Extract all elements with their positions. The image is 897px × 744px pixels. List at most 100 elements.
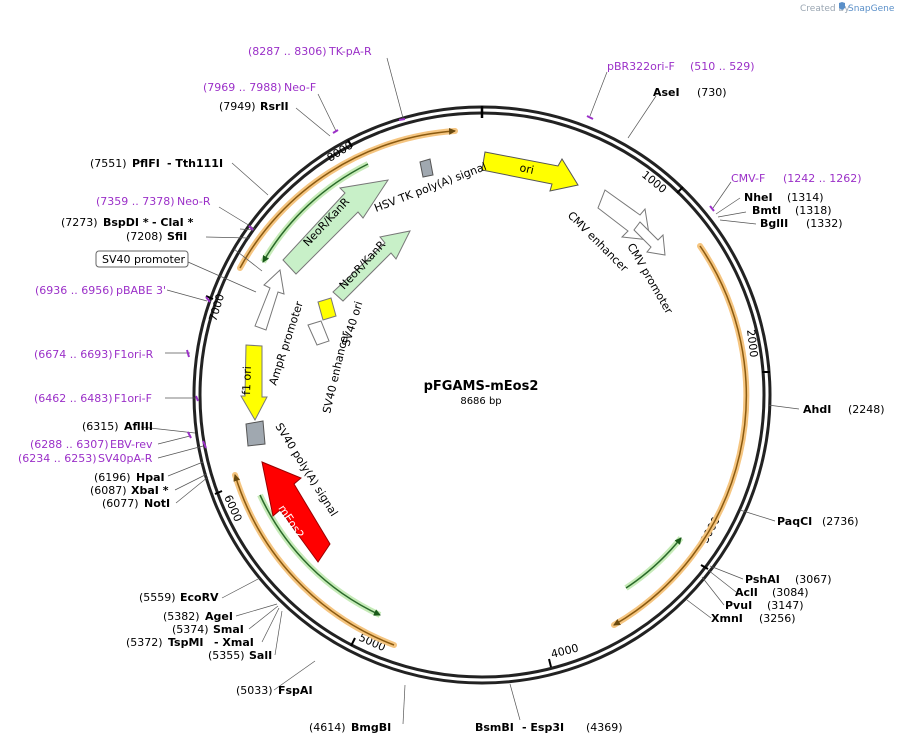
site-name-sfii[interactable]: SfiI <box>167 230 187 243</box>
tick-label-4000: 4000 <box>550 642 580 661</box>
primer-name-pbabe3: pBABE 3' <box>116 284 166 297</box>
primer-range-f1ori-f: (6462 .. 6483) <box>34 392 113 405</box>
feature-hsv-tk-polya-box[interactable] <box>419 158 434 178</box>
site-pos-pshai: (3067) <box>795 573 832 586</box>
plasmid-length: 8686 bp <box>460 396 501 407</box>
site-pos-smai: (5374) <box>172 623 209 636</box>
watermark-brand: SnapGene <box>848 4 895 14</box>
site-pos-bspdi: (7273) <box>61 216 98 229</box>
site-name-pshai[interactable]: PshAI <box>745 573 780 586</box>
feature-ori-arrow[interactable] <box>481 151 579 192</box>
site-name-asei[interactable]: AseI <box>653 86 680 99</box>
watermark-text: Created by <box>800 4 850 14</box>
feature-f1-ori-arrow[interactable] <box>240 344 268 422</box>
site-name-sali[interactable]: SalI <box>249 649 272 662</box>
sv40-promoter-label-box <box>95 250 189 268</box>
feature-label-f1-ori: f1 ori <box>240 366 254 395</box>
site-name-hpai[interactable]: HpaI <box>136 471 165 484</box>
tick-marks <box>205 139 770 668</box>
site-name-paqci[interactable]: PaqCI <box>777 515 812 528</box>
site-name-xmni[interactable]: XmnI <box>711 612 743 625</box>
site-extra-clai[interactable]: - ClaI * <box>152 216 194 229</box>
primer-name-f1ori-f: F1ori-F <box>114 392 152 405</box>
sv40-promoter-leader <box>187 261 257 293</box>
feature-sv40-enhancer-box[interactable] <box>307 320 330 346</box>
primer-name-cmv-f: CMV-F <box>731 172 765 185</box>
feature-meos2-arrow[interactable] <box>261 461 331 563</box>
feature-label-sv40-ori: SV40 ori <box>339 300 365 348</box>
site-name-bspdi[interactable]: BspDI * <box>103 216 149 229</box>
site-pos-sali: (5355) <box>208 649 245 662</box>
primer-range-ebv-rev: (6288 .. 6307) <box>30 438 109 451</box>
site-name-rsrii[interactable]: RsrII <box>260 100 289 113</box>
site-pos-pvui: (3147) <box>767 599 804 612</box>
primer-range-pbr322ori-f: (510 .. 529) <box>690 60 755 73</box>
site-name-afliii[interactable]: AflIII <box>124 420 153 433</box>
feature-label-ampr-promoter: AmpR promoter <box>266 299 306 387</box>
site-name-agei[interactable]: AgeI <box>205 610 233 623</box>
site-pos-paqci: (2736) <box>822 515 859 528</box>
site-name-pflfi[interactable]: PflFI <box>132 157 160 170</box>
primer-range-pbabe3: (6936 .. 6956) <box>35 284 114 297</box>
site-name-pvui[interactable]: PvuI <box>725 599 752 612</box>
site-pos-bmti: (1318) <box>795 204 832 217</box>
site-pos-pflfi: (7551) <box>90 157 127 170</box>
site-pos-sfii: (7208) <box>126 230 163 243</box>
site-pos-tspmi: (5372) <box>126 636 163 649</box>
site-name-fspai[interactable]: FspAI <box>278 684 313 697</box>
primer-range-sv40pa-r: (6234 .. 6253) <box>18 452 97 465</box>
primer-name-neo-f: Neo-F <box>284 81 316 94</box>
primer-range-cmv-f: (1242 .. 1262) <box>783 172 862 185</box>
feature-sv40-ori-box[interactable] <box>317 297 337 321</box>
snapgene-logo-icon <box>839 2 845 10</box>
tick-label-2000: 2000 <box>744 329 760 358</box>
primer-marks <box>186 115 715 449</box>
site-name-ecorv[interactable]: EcoRV <box>180 591 219 604</box>
site-pos-xbai: (6087) <box>90 484 127 497</box>
feature-cmv-promoter-arrow[interactable] <box>633 221 666 256</box>
site-pos-nhei: (1314) <box>787 191 824 204</box>
site-pos-agei: (5382) <box>163 610 200 623</box>
site-pos-ecorv: (5559) <box>139 591 176 604</box>
primer-range-neo-f: (7969 .. 7988) <box>203 81 282 94</box>
site-pos-fspai: (5033) <box>236 684 273 697</box>
site-pos-acli: (3084) <box>772 586 809 599</box>
feature-ampr-promoter-arrow[interactable] <box>254 268 285 331</box>
site-name-acli[interactable]: AclI <box>735 586 758 599</box>
primer-name-tk-pa-r: TK-pA-R <box>328 45 372 58</box>
feature-sv40-polya-box[interactable] <box>245 420 266 447</box>
site-extra-xmai[interactable]: - XmaI <box>214 636 254 649</box>
site-name-noti[interactable]: NotI <box>144 497 170 510</box>
site-pos-bsmbi: (4369) <box>586 721 623 734</box>
feature-label-ori: ori <box>518 161 535 177</box>
site-extra-tth111i[interactable]: - Tth111I <box>167 157 223 170</box>
feature-label-sv40-promoter: SV40 promoter <box>102 253 186 266</box>
site-name-xbai[interactable]: XbaI * <box>131 484 169 497</box>
primer-range-neo-r: (7359 .. 7378) <box>96 195 175 208</box>
primer-range-tk-pa-r: (8287 .. 8306) <box>248 45 327 58</box>
site-pos-ahdi: (2248) <box>848 403 885 416</box>
site-name-bmti[interactable]: BmtI <box>752 204 781 217</box>
site-name-bsmbi[interactable]: BsmBI <box>475 721 514 734</box>
primer-name-ebv-rev: EBV-rev <box>110 438 153 451</box>
site-pos-xmni: (3256) <box>759 612 796 625</box>
site-name-tspmi[interactable]: TspMI <box>168 636 204 649</box>
site-pos-rsrii: (7949) <box>219 100 256 113</box>
primer-name-pbr322ori-f: pBR322ori-F <box>607 60 675 73</box>
plasmid-name: pFGAMS-mEos2 <box>424 379 539 394</box>
site-pos-asei: (730) <box>697 86 727 99</box>
site-name-smai[interactable]: SmaI <box>213 623 244 636</box>
orf-arc-lines <box>233 127 748 646</box>
site-pos-bglii: (1332) <box>806 217 843 230</box>
site-extra-esp3i[interactable]: - Esp3I <box>522 721 564 734</box>
site-name-ahdi[interactable]: AhdI <box>803 403 831 416</box>
site-name-nhei[interactable]: NheI <box>744 191 773 204</box>
site-pos-noti: (6077) <box>102 497 139 510</box>
site-name-bglii[interactable]: BglII <box>760 217 788 230</box>
feature-neor-inner-arrow[interactable] <box>332 230 411 302</box>
primer-range-f1ori-r: (6674 .. 6693) <box>34 348 113 361</box>
site-name-bmgbi[interactable]: BmgBI <box>351 721 391 734</box>
feature-neor-outer-arrow[interactable] <box>282 179 390 275</box>
inner-orf-arcs <box>257 161 684 618</box>
